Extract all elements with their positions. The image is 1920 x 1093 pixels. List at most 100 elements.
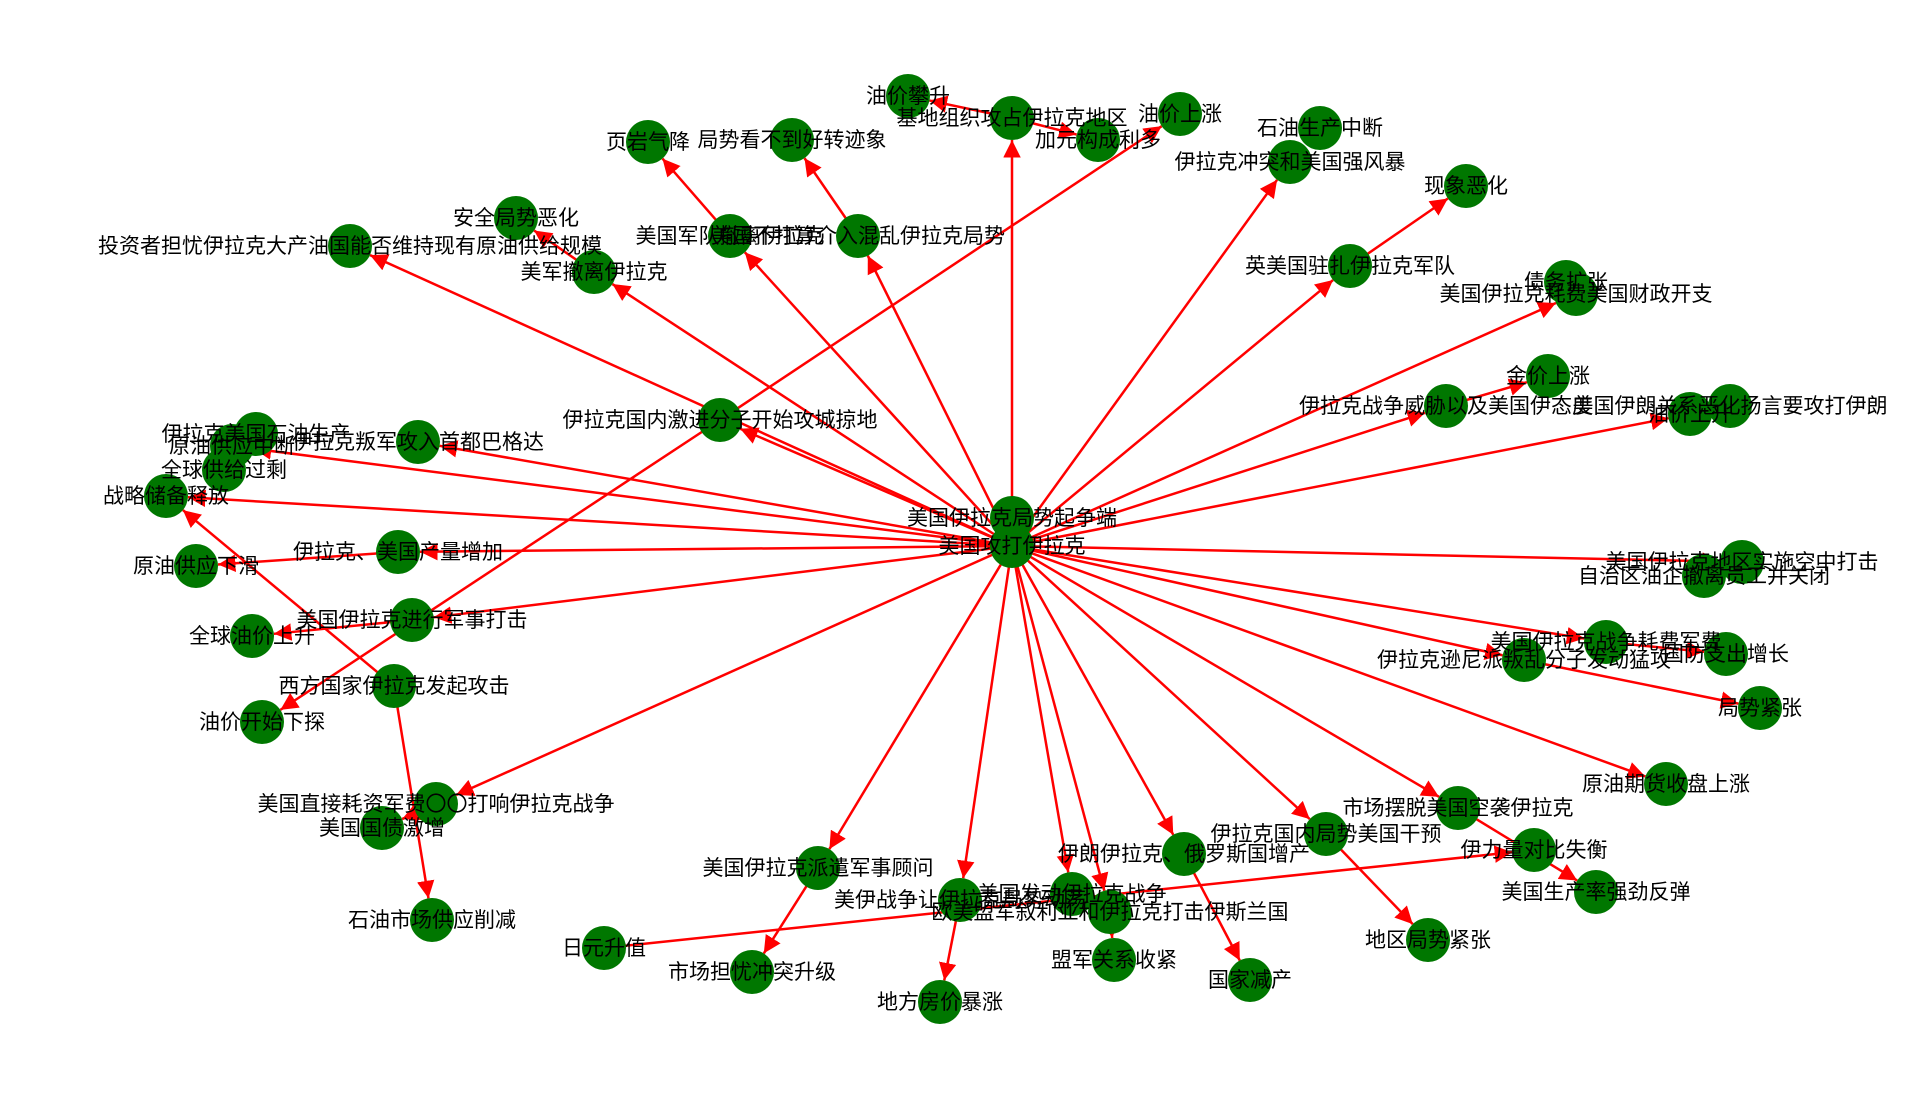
node-label-n20: 伊拉克国内激进分子开始攻城掠地 bbox=[563, 408, 878, 432]
node-label-n35: 美国伊拉克战争耗费军费 bbox=[1491, 630, 1722, 654]
node-n6 bbox=[1298, 106, 1342, 150]
node-n3 bbox=[990, 96, 1034, 140]
node-n8 bbox=[626, 120, 670, 164]
node-n54 bbox=[582, 926, 626, 970]
node-n5 bbox=[1076, 118, 1120, 162]
node-n7 bbox=[1268, 140, 1312, 184]
node-label-n5: 加元构成利多 bbox=[1035, 128, 1161, 152]
node-n46 bbox=[1512, 828, 1556, 872]
node-label-n41: 原油期货收盘上涨 bbox=[1582, 772, 1750, 796]
node-n19 bbox=[1526, 354, 1570, 398]
edge-n1-n18 bbox=[1023, 301, 1557, 542]
edge-n1-n42 bbox=[455, 550, 1001, 797]
node-label-n26: 伊拉克叛军攻入首都巴格达 bbox=[292, 430, 544, 454]
node-n38 bbox=[372, 664, 416, 708]
edge-n1-n13 bbox=[866, 255, 1008, 535]
node-label-n54: 日元升值 bbox=[562, 936, 646, 960]
node-n48 bbox=[1162, 832, 1206, 876]
node-label-n0: 美国伊拉克局势起争端 bbox=[907, 506, 1117, 530]
node-n44 bbox=[1436, 786, 1480, 830]
node-n40 bbox=[240, 700, 284, 744]
edge-n45-n56 bbox=[1334, 842, 1414, 926]
node-n45 bbox=[1304, 812, 1348, 856]
node-n22 bbox=[1708, 384, 1752, 428]
node-label-n53: 石油市场供应削减 bbox=[348, 908, 516, 932]
node-label-n7: 伊拉克冲突和美国强风暴 bbox=[1175, 150, 1406, 174]
node-label-n27: 全球供给过剩 bbox=[161, 458, 287, 482]
node-label-n10: 现象恶化 bbox=[1424, 174, 1508, 198]
node-n15 bbox=[572, 250, 616, 294]
edge-n1-n12 bbox=[743, 251, 1005, 538]
node-label-n17: 债务扩张 bbox=[1524, 270, 1608, 294]
node-n30 bbox=[376, 530, 420, 574]
node-n16 bbox=[1328, 244, 1372, 288]
edge-n1-n48 bbox=[1017, 556, 1175, 836]
node-n13 bbox=[836, 214, 880, 258]
edge-n1-n37 bbox=[1024, 547, 1503, 660]
node-n58 bbox=[1228, 958, 1272, 1002]
node-n28 bbox=[144, 474, 188, 518]
edge-n1-n50 bbox=[957, 558, 1012, 879]
node-label-n42: 美国直接耗资军费〇〇打响伊拉克战争 bbox=[258, 792, 615, 816]
edge-n1-n35 bbox=[1024, 546, 1585, 645]
node-n12 bbox=[708, 214, 752, 258]
node-label-n24: 伊拉克美国石油生产 bbox=[162, 422, 351, 446]
node-n42 bbox=[414, 782, 458, 826]
node-label-n9: 局势看不到好转迹象 bbox=[698, 128, 887, 152]
node-n57 bbox=[1092, 938, 1136, 982]
node-label-n47: 美国生产率强劲反弹 bbox=[1502, 880, 1691, 904]
node-label-n25: 原油供应中断 bbox=[169, 434, 295, 458]
nodes-layer bbox=[144, 74, 1782, 1024]
node-label-n58: 国家减产 bbox=[1208, 968, 1292, 992]
node-n27 bbox=[202, 448, 246, 492]
edge-n3-n5 bbox=[1024, 120, 1077, 139]
node-n32 bbox=[1682, 554, 1726, 598]
node-label-n18: 美国伊拉克耗费美国财政开支 bbox=[1440, 282, 1713, 306]
node-label-n19: 金价上涨 bbox=[1506, 364, 1590, 388]
node-n20 bbox=[698, 398, 742, 442]
node-label-n29: 原油供应下滑 bbox=[133, 554, 259, 578]
edge-n1-n45 bbox=[1020, 554, 1311, 821]
edge-n1-n49 bbox=[828, 556, 1007, 850]
node-n14 bbox=[328, 224, 372, 268]
edge-n1-n33 bbox=[433, 546, 1000, 624]
edge-n3-n2 bbox=[929, 95, 1000, 117]
node-n11 bbox=[494, 196, 538, 240]
edge-n1-n41 bbox=[1023, 549, 1646, 779]
node-n55 bbox=[730, 950, 774, 994]
node-label-n55: 市场担忧冲突升级 bbox=[668, 960, 836, 984]
node-label-n37: 伊拉克逊尼派叛乱分子发动猛攻 bbox=[1377, 648, 1671, 672]
node-label-n51: 美国发动伊拉克战争 bbox=[978, 882, 1167, 906]
node-label-n50: 美伊战争让伊拉克局势动荡 bbox=[834, 888, 1086, 912]
edge-n33-n34 bbox=[273, 620, 399, 641]
node-n31 bbox=[1720, 540, 1764, 584]
node-n2 bbox=[886, 74, 930, 118]
labels-layer: 美国伊拉克局势起争端美国攻打伊拉克油价攀升基地组织攻占伊拉克地区油价上涨加元构成… bbox=[98, 84, 1888, 1014]
edge-n35-n36 bbox=[1619, 641, 1705, 659]
node-label-n30: 伊拉克、美国产量增加 bbox=[293, 540, 503, 564]
edge-n1-n7 bbox=[1018, 179, 1279, 537]
node-label-n34: 全球油价上升 bbox=[189, 624, 315, 648]
node-label-n23: 油价上升 bbox=[1648, 402, 1732, 426]
node-n37 bbox=[1502, 638, 1546, 682]
node-n50 bbox=[938, 878, 982, 922]
edge-n37-n39 bbox=[1536, 661, 1739, 709]
node-n10 bbox=[1444, 164, 1488, 208]
node-label-n16: 英美国驻扎伊拉克军队 bbox=[1245, 254, 1455, 278]
node-n18 bbox=[1554, 272, 1598, 316]
node-label-n22: 美国伊朗关系恶化扬言要攻打伊朗 bbox=[1573, 394, 1888, 418]
edges-layer bbox=[182, 95, 1739, 981]
edge-n13-n9 bbox=[803, 157, 852, 226]
node-n51 bbox=[1050, 872, 1094, 916]
node-label-n45: 伊拉克国内局势美国干预 bbox=[1211, 822, 1442, 846]
edge-n1-n51 bbox=[1013, 558, 1074, 873]
node-n53 bbox=[410, 898, 454, 942]
edge-n1-n16 bbox=[1021, 279, 1334, 539]
edge-n1-n28 bbox=[187, 489, 999, 547]
node-label-n46: 伊力量对比失衡 bbox=[1461, 838, 1608, 862]
node-label-n21: 伊拉克战争威胁以及美国伊态度 bbox=[1299, 394, 1593, 418]
edge-n1-n21 bbox=[1024, 409, 1426, 544]
edge-n1-n26 bbox=[439, 440, 1000, 545]
edge-n1-n30 bbox=[419, 542, 999, 561]
